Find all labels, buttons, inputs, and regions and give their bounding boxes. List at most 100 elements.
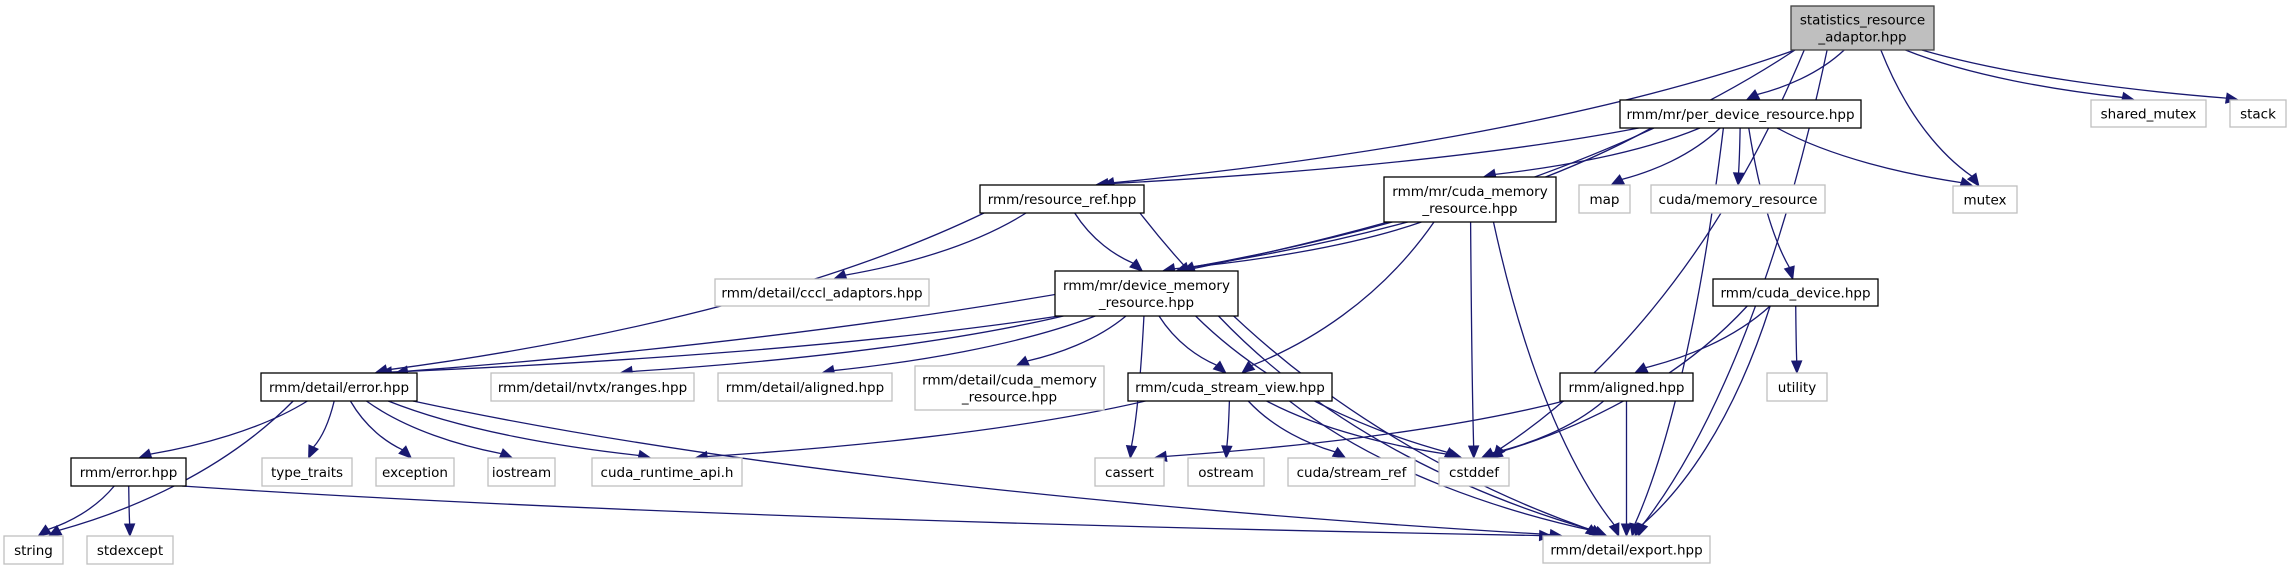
edge-line — [1226, 400, 1231, 447]
edge-line — [1158, 315, 1217, 366]
node-box — [2090, 99, 2207, 128]
node-label: exception — [382, 465, 448, 481]
arrowhead-icon — [1608, 522, 1620, 538]
node-rmm-error-hpp[interactable]: rmm/error.hpp — [70, 457, 187, 487]
edge-line — [48, 485, 115, 531]
arrowhead-icon — [1015, 355, 1031, 367]
node-label: statistics_resource — [1800, 13, 1925, 29]
node-ostream: ostream — [1187, 457, 1265, 487]
edge-cuda_mr-to-cstddef — [1467, 221, 1480, 460]
edge-aligned-to-export — [1620, 401, 1633, 538]
edge-line — [1757, 49, 1845, 96]
node-box — [260, 372, 418, 402]
node-rmm-resource-ref-hpp[interactable]: rmm/resource_ref.hpp — [979, 184, 1145, 214]
edge-line — [1218, 315, 1593, 531]
edge-line — [1748, 127, 1790, 268]
node-box — [1383, 176, 1557, 223]
arrowhead-icon — [37, 524, 52, 537]
arrowhead-icon — [308, 444, 319, 460]
node-box — [490, 372, 695, 402]
node-box — [70, 457, 187, 487]
edge-per_device-to-map — [1610, 127, 1721, 186]
edge-line — [1027, 315, 1127, 362]
edge-stream_view-to-cstddef — [1266, 400, 1464, 461]
arrowhead-icon — [1966, 172, 1980, 188]
node-label: rmm/detail/cuda_memory — [922, 373, 1097, 389]
node-label: stack — [2240, 107, 2276, 123]
edge-line — [1492, 400, 1605, 454]
arrowhead-icon — [1331, 446, 1347, 459]
node-label: rmm/detail/nvtx/ranges.hpp — [498, 380, 687, 396]
edges-layer — [37, 49, 2240, 542]
edge-error-to-stdexcept — [123, 485, 136, 538]
node-label: rmm/aligned.hpp — [1569, 380, 1685, 396]
node-rmm-aligned-hpp[interactable]: rmm/aligned.hpp — [1559, 372, 1694, 402]
node-utility: utility — [1766, 372, 1828, 402]
edge-resource_ref-to-cccl — [832, 212, 1027, 281]
node-label: cstddef — [1449, 465, 1500, 481]
node-cuda-runtime-api-h: cuda_runtime_api.h — [591, 457, 743, 487]
node-cassert: cassert — [1094, 457, 1165, 487]
edge-per_device-to-cuda_memres — [1732, 127, 1745, 187]
node-rmm-mr-per-device-resource-hpp[interactable]: rmm/mr/per_device_resource.hpp — [1619, 99, 1862, 129]
edge-cuda_mr-to-export — [1492, 221, 1620, 538]
edge-line — [128, 485, 131, 525]
arrowhead-icon — [1783, 265, 1795, 281]
edge-aligned-to-cstddef — [1480, 400, 1605, 459]
edge-line — [845, 212, 1027, 276]
edge-per_device-to-cuda_mr — [1482, 127, 1701, 180]
node-box — [3, 535, 64, 565]
node-rmm-detail-error-hpp[interactable]: rmm/detail/error.hpp — [260, 372, 418, 402]
edge-line — [1776, 127, 1962, 184]
node-label: stdexcept — [97, 543, 163, 559]
node-box — [1650, 184, 1826, 214]
arrowhead-icon — [498, 448, 514, 459]
edge-stream_view-to-ostream — [1221, 400, 1233, 460]
node-box — [1766, 372, 1828, 402]
edge-line — [1266, 400, 1451, 456]
node-iostream: iostream — [487, 457, 556, 487]
node-box — [2229, 99, 2287, 128]
edge-line — [1492, 221, 1615, 526]
edge-device_mr-to-stream_view — [1158, 315, 1227, 374]
edge-line — [386, 212, 985, 371]
node-statistics-resource-adaptor-hpp[interactable]: statistics_resource_adaptor.hpp — [1790, 5, 1935, 51]
arrowhead-icon — [1480, 447, 1496, 459]
node-box — [86, 535, 174, 565]
arrowhead-icon — [123, 523, 136, 538]
node-rmm-cuda-stream-view-hpp[interactable]: rmm/cuda_stream_view.hpp — [1127, 372, 1333, 402]
edge-line — [1737, 127, 1741, 174]
node-box — [1559, 372, 1694, 402]
node-box — [1790, 5, 1935, 51]
edge-error-to-string — [37, 485, 115, 537]
node-label: _resource.hpp — [1421, 201, 1517, 217]
node-label: rmm/detail/export.hpp — [1550, 543, 1702, 559]
node-cuda-stream-ref: cuda/stream_ref — [1287, 457, 1416, 487]
node-rmm-cuda-device-hpp[interactable]: rmm/cuda_device.hpp — [1712, 278, 1879, 307]
node-label: map — [1590, 192, 1620, 208]
arrowhead-icon — [1610, 174, 1626, 186]
edge-line — [1795, 305, 1798, 362]
edge-line — [1247, 400, 1336, 453]
edge-detail_error-to-exception — [349, 400, 413, 459]
edge-line — [349, 400, 403, 451]
edge-line — [1621, 127, 1721, 181]
node-rmm-mr-device-memory-resource-hpp[interactable]: rmm/mr/device_memory_resource.hpp — [1054, 270, 1239, 317]
node-rmm-mr-cuda-memory-resource-hpp[interactable]: rmm/mr/cuda_memory_resource.hpp — [1383, 176, 1557, 223]
edge-line — [1174, 221, 1422, 270]
node-label: rmm/mr/per_device_resource.hpp — [1626, 107, 1854, 123]
node-label: rmm/mr/cuda_memory — [1392, 184, 1547, 200]
edge-line — [1645, 305, 1771, 369]
edge-stream_view-to-stream_ref — [1247, 400, 1347, 459]
edge-line — [1469, 221, 1475, 447]
node-cstddef: cstddef — [1438, 457, 1510, 487]
edge-line — [1193, 49, 1796, 268]
node-shared-mutex: shared_mutex — [2090, 99, 2207, 128]
edge-line — [632, 315, 1064, 373]
node-label: rmm/error.hpp — [80, 465, 178, 481]
node-label: rmm/resource_ref.hpp — [988, 192, 1137, 208]
node-label: cuda_runtime_api.h — [601, 465, 734, 481]
edge-root-to-device_mr — [1181, 49, 1796, 273]
arrowhead-icon — [47, 524, 63, 537]
node-rmm-detail-aligned-hpp: rmm/detail/aligned.hpp — [717, 372, 893, 402]
